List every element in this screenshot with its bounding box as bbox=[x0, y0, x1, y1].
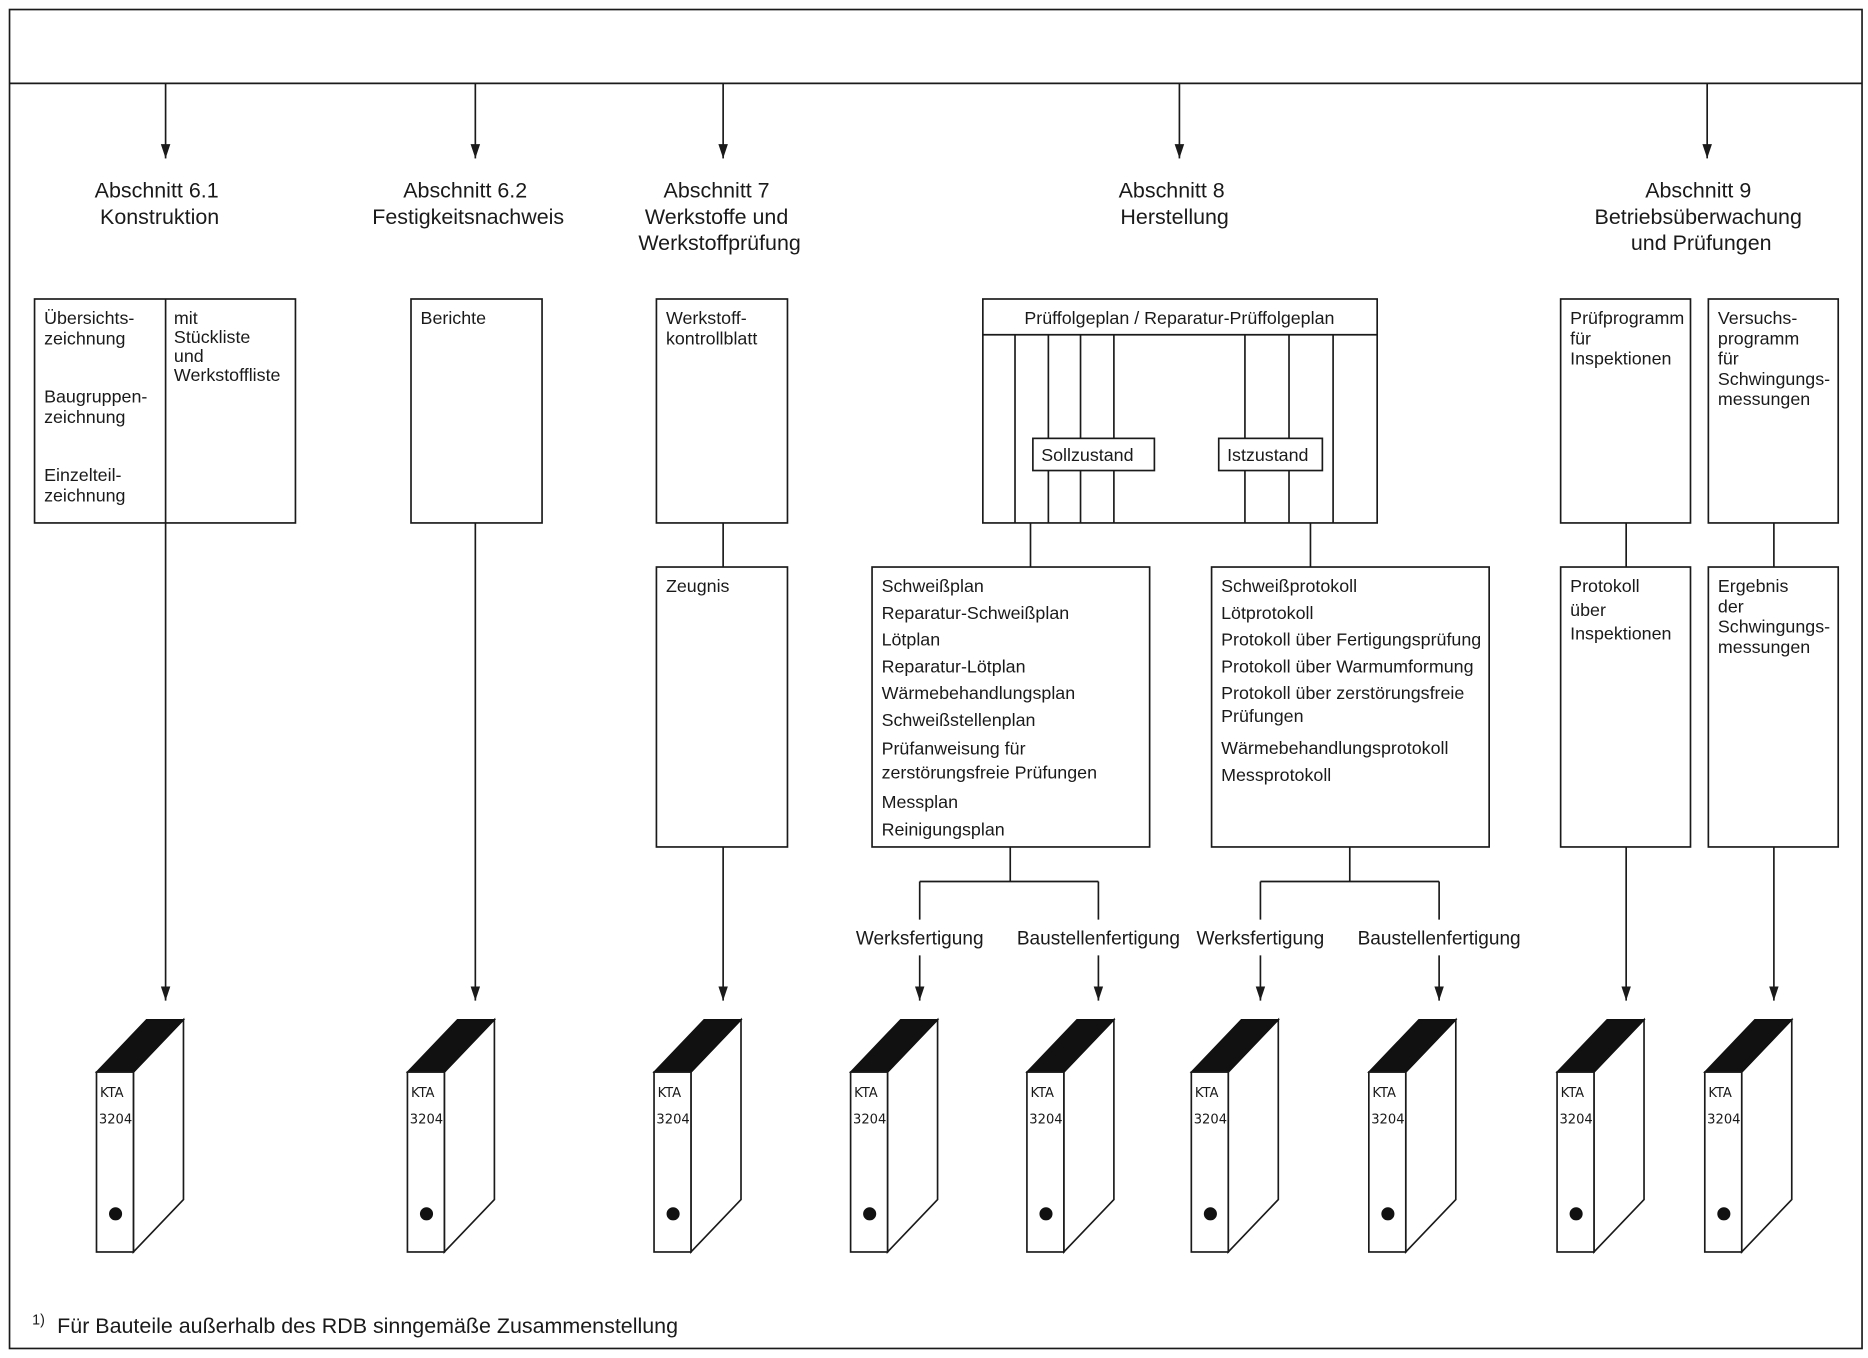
pruefolgeplan-box bbox=[982, 298, 1379, 524]
binder-ring-hole bbox=[1039, 1207, 1053, 1221]
zeugnis-box bbox=[655, 566, 789, 848]
ergebnis-label: Ergebnis der Schwingungs- messungen bbox=[1718, 576, 1835, 657]
binder-ring-hole bbox=[863, 1207, 877, 1221]
sollzustand-label: Sollzustand bbox=[1041, 445, 1133, 465]
binder-icon: KTA 3204 bbox=[848, 1017, 940, 1255]
binder-label-kta: KTA bbox=[1195, 1086, 1219, 1101]
binder-arrows bbox=[160, 522, 1779, 1001]
binder-ring-hole bbox=[109, 1207, 123, 1221]
protokolle-box bbox=[1210, 566, 1490, 848]
header-arrows bbox=[160, 83, 1712, 159]
binder-label-kta: KTA bbox=[658, 1086, 682, 1101]
outer-frame bbox=[8, 8, 1863, 1350]
binder-label-kta: KTA bbox=[100, 1086, 124, 1101]
baustellenfertigung-label: Baustellenfertigung bbox=[1358, 929, 1521, 950]
binder-label-number: 3204 bbox=[99, 1112, 132, 1127]
binder-icon: KTA 3204 bbox=[1189, 1017, 1280, 1255]
konstruktion-drawings: Übersichts- zeichnung Baugruppen- zeichn… bbox=[44, 308, 152, 505]
binder-label-number: 3204 bbox=[1194, 1112, 1227, 1127]
werksfertigung-label: Werksfertigung bbox=[1197, 929, 1325, 950]
baustellenfertigung-label: Baustellenfertigung bbox=[1017, 929, 1180, 950]
werkstoffkontrollblatt-label: Werkstoff- kontrollblatt bbox=[666, 308, 757, 348]
sollzustand-box bbox=[1032, 437, 1156, 472]
binder-icon: KTA 3204 bbox=[94, 1017, 186, 1255]
istzustand-box bbox=[1217, 437, 1324, 472]
plaene-box bbox=[871, 566, 1151, 848]
footnote: 1) Für Bauteile außerhalb des RDB sinnge… bbox=[32, 1309, 678, 1338]
ergebnis-box bbox=[1707, 566, 1840, 848]
binder-row: KTA 3204 KTA 3204 KTA 3204 KTA 3204 KTA 3204 KTA 32… bbox=[94, 1017, 1794, 1255]
pruefprogramm-label: Prüfprogramm für Inspektionen bbox=[1570, 308, 1689, 369]
binder-label-kta: KTA bbox=[1030, 1086, 1054, 1101]
werkstoffkontrollblatt-box bbox=[655, 298, 789, 524]
section-6-2-title: Abschnitt 6.2 Festigkeitsnachweis bbox=[372, 179, 564, 229]
section-7-title: Abschnitt 7 Werkstoffe und Werkstoffprüf… bbox=[638, 179, 800, 255]
binder-label-number: 3204 bbox=[410, 1112, 443, 1127]
binder-ring-hole bbox=[666, 1207, 680, 1221]
protokolle-branch bbox=[1255, 846, 1444, 1001]
versuchsprogramm-box bbox=[1707, 298, 1840, 524]
binder-icon: KTA 3204 bbox=[405, 1017, 497, 1255]
binder-label-number: 3204 bbox=[853, 1112, 886, 1127]
binder-ring-hole bbox=[1717, 1207, 1731, 1221]
binder-label-kta: KTA bbox=[854, 1086, 878, 1101]
protokolle-list: Schweißprotokoll Lötprotokoll Protokoll … bbox=[1221, 576, 1486, 785]
binder-ring-hole bbox=[1203, 1207, 1217, 1221]
binder-label-kta: KTA bbox=[1561, 1086, 1585, 1101]
binder-ring-hole bbox=[1381, 1207, 1395, 1221]
footnote-marker: 1) bbox=[32, 1313, 45, 1329]
istzustand-label: Istzustand bbox=[1227, 445, 1308, 465]
pruefolgeplan-title: Prüffolgeplan / Reparatur-Prüffolgeplan bbox=[1024, 308, 1334, 328]
konstruktion-lists: mit Stückliste und Werkstoffliste bbox=[174, 308, 281, 385]
versuchsprogramm-label: Versuchs- programm für Schwingungs- mess… bbox=[1718, 308, 1835, 409]
binder-label-number: 3204 bbox=[656, 1112, 689, 1127]
pruefprogramm-box bbox=[1559, 298, 1692, 524]
berichte-label: Berichte bbox=[421, 308, 487, 328]
binder-label-number: 3204 bbox=[1559, 1112, 1592, 1127]
binder-icon: KTA 3204 bbox=[652, 1017, 743, 1255]
protokoll-inspektionen-box bbox=[1559, 566, 1692, 848]
plaene-list: Schweißplan Reparatur-Schweißplan Lötpla… bbox=[882, 576, 1102, 840]
binder-ring-hole bbox=[1569, 1207, 1583, 1221]
binder-icon: KTA 3204 bbox=[1025, 1017, 1116, 1255]
binder-icon: KTA 3204 bbox=[1367, 1017, 1458, 1255]
berichte-box bbox=[410, 298, 543, 524]
binder-icon: KTA 3204 bbox=[1703, 1017, 1794, 1255]
section-9-title: Abschnitt 9 Betriebsüberwachung und Prüf… bbox=[1595, 179, 1808, 255]
binder-label-kta: KTA bbox=[411, 1086, 435, 1101]
zeugnis-label: Zeugnis bbox=[666, 576, 730, 596]
binder-ring-hole bbox=[419, 1207, 434, 1221]
plaene-branch bbox=[914, 846, 1104, 1001]
binder-label-number: 3204 bbox=[1707, 1112, 1740, 1127]
protokoll-inspektionen-label: Protokoll über Inspektionen bbox=[1570, 576, 1671, 644]
werksfertigung-label: Werksfertigung bbox=[856, 929, 984, 950]
binder-label-number: 3204 bbox=[1029, 1112, 1062, 1127]
section-6-1-title: Abschnitt 6.1 Konstruktion bbox=[95, 179, 225, 229]
binder-label-number: 3204 bbox=[1371, 1112, 1404, 1127]
section-8-title: Abschnitt 8 Herstellung bbox=[1119, 179, 1231, 229]
pruefolgeplan-columns bbox=[1014, 334, 1334, 523]
binder-label-kta: KTA bbox=[1372, 1086, 1396, 1101]
binder-label-kta: KTA bbox=[1708, 1086, 1732, 1101]
footnote-text: Für Bauteile außerhalb des RDB sinngemäß… bbox=[57, 1314, 678, 1338]
binder-icon: KTA 3204 bbox=[1555, 1017, 1646, 1255]
